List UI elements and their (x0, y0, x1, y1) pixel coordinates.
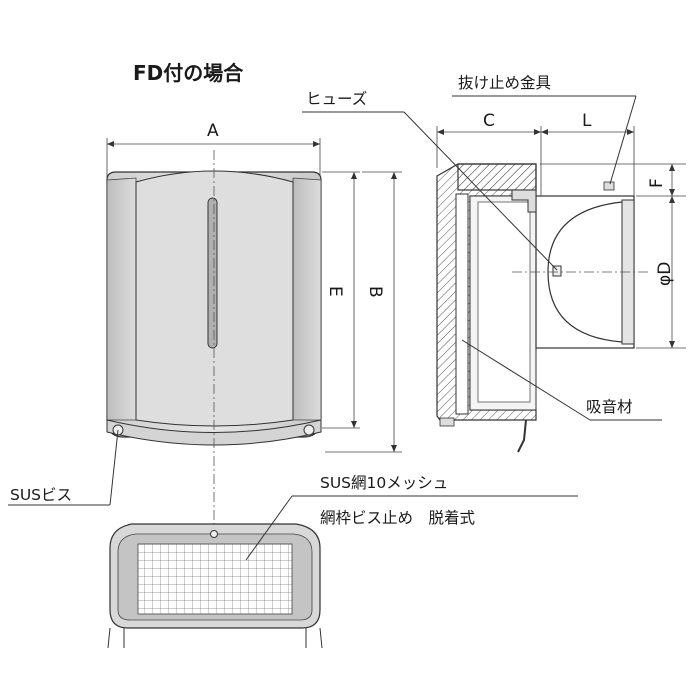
mesh-spec-label: SUS網10メッシュ (320, 474, 448, 492)
mesh-mount-label: 網枠ビス止め 脱着式 (320, 509, 475, 527)
dimension-l-label: L (582, 111, 592, 131)
dimension-d-label: φD (655, 262, 675, 286)
mesh-view: SUS網10メッシュ 網枠ビス止め 脱着式 (107, 474, 578, 649)
dimension-c-label: C (483, 111, 495, 131)
mesh-frame-screw (210, 530, 218, 538)
front-slot (207, 197, 218, 349)
front-view: A E B SUSビス (8, 121, 402, 530)
dimension-e-label: E (325, 286, 345, 297)
side-section-view: C L F φD ヒュ (302, 74, 686, 453)
sus-screw-label: SUSビス (10, 486, 72, 504)
sus-mesh-grid (137, 543, 293, 615)
drawing-title: FD付の場合 (133, 61, 244, 85)
dimension-f-label: F (647, 178, 667, 188)
dimension-b-label: B (365, 286, 385, 298)
fuse-element (552, 265, 562, 277)
sound-absorber-label: 吸音材 (586, 398, 633, 416)
sus-screw-right (303, 424, 315, 436)
retainer-label: 抜け止め金具 (458, 74, 551, 92)
fuse-label: ヒューズ (306, 90, 367, 108)
dimension-a-label: A (207, 121, 219, 141)
